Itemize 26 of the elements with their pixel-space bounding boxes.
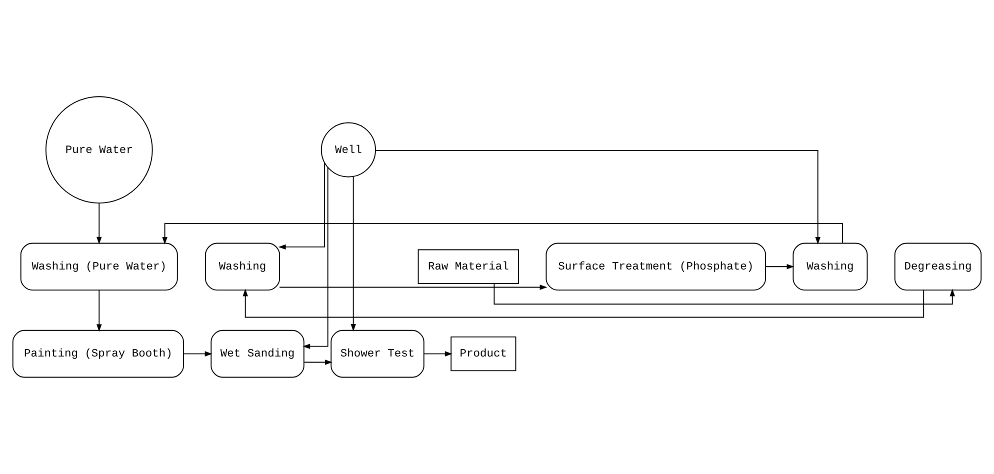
arrow xyxy=(302,167,328,349)
arrow xyxy=(304,360,332,365)
arrow xyxy=(242,288,924,318)
arrow xyxy=(765,264,794,270)
node-box: Shower Test xyxy=(330,330,424,378)
arrow xyxy=(96,290,102,332)
arrow xyxy=(162,223,844,244)
arrow xyxy=(350,176,356,332)
node-box: Product xyxy=(450,336,516,372)
arrow xyxy=(183,351,212,356)
node-box: Painting (Spray Booth) xyxy=(12,330,184,378)
arrow xyxy=(279,284,548,290)
arrow xyxy=(375,150,820,245)
node-circle: Well xyxy=(320,122,376,178)
node-box: Washing xyxy=(205,242,280,291)
node-box: Wet Sanding xyxy=(210,330,304,378)
node-box: Degreasing xyxy=(894,242,982,291)
node-box: Washing (Pure Water) xyxy=(20,242,178,291)
node-box: Surface Treatment (Phosphate) xyxy=(546,242,766,291)
arrow xyxy=(423,351,452,356)
node-circle: Pure Water xyxy=(45,96,153,204)
arrow xyxy=(96,202,102,244)
node-box: Raw Material xyxy=(418,249,520,284)
node-box: Washing xyxy=(792,242,868,291)
arrow xyxy=(494,283,955,305)
arrow xyxy=(278,162,326,250)
